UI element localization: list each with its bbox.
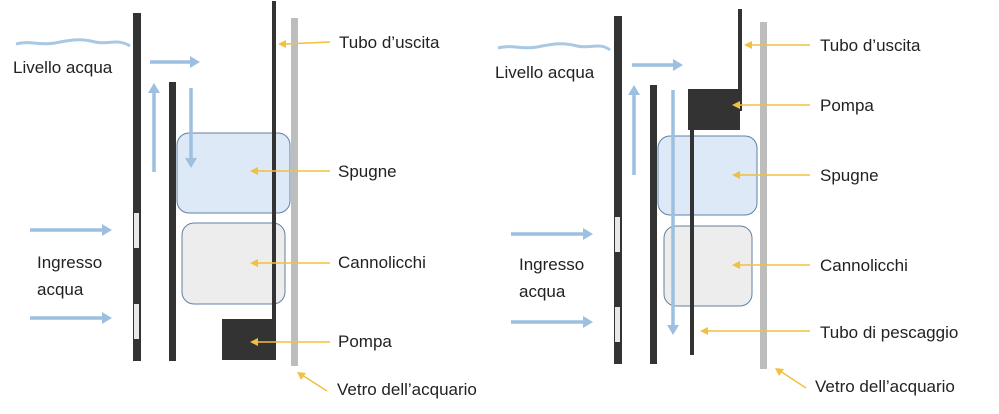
inlet-slot bbox=[134, 304, 139, 339]
label-sponges: Spugne bbox=[338, 162, 397, 181]
inlet-label-line2: acqua bbox=[519, 282, 566, 301]
outlet-tube bbox=[738, 9, 742, 111]
aquarium-glass bbox=[760, 22, 767, 369]
leader-lines bbox=[700, 41, 810, 389]
water-level-label: Livello acqua bbox=[495, 63, 595, 82]
label-intake-tube: Tubo di pescaggio bbox=[820, 323, 958, 342]
inlet-slot bbox=[615, 307, 620, 342]
outer-wall bbox=[133, 13, 141, 361]
water-surface-wave bbox=[497, 42, 611, 52]
sponge-block bbox=[176, 132, 291, 214]
label-pump: Pompa bbox=[338, 332, 392, 351]
water-level-label: Livello acqua bbox=[13, 58, 113, 77]
outlet-tube bbox=[272, 1, 276, 321]
flow-arrows bbox=[511, 59, 683, 335]
inner-wall bbox=[169, 82, 176, 361]
ceramic-rings-block bbox=[663, 225, 753, 307]
flow-arrows bbox=[30, 56, 200, 324]
label-outlet-tube: Tubo d’uscita bbox=[820, 36, 921, 55]
label-aquarium-glass: Vetro dell’acquario bbox=[815, 377, 955, 396]
label-outlet-tube: Tubo d’uscita bbox=[339, 33, 440, 52]
inlet-slot bbox=[615, 217, 620, 252]
inlet-label-line2: acqua bbox=[37, 280, 84, 299]
aquarium-glass bbox=[291, 18, 298, 366]
water-surface-wave bbox=[15, 38, 131, 48]
inner-wall bbox=[650, 85, 657, 364]
outer-wall bbox=[614, 16, 622, 364]
label-aquarium-glass: Vetro dell’acquario bbox=[337, 380, 477, 399]
left-diagram: Livello acqua Ingresso acqua Tubo d’usci… bbox=[13, 1, 477, 399]
label-ceramic-rings: Cannolicchi bbox=[820, 256, 908, 275]
right-diagram: Livello acqua Ingresso acqua Tubo d’us bbox=[495, 9, 958, 396]
pump bbox=[688, 89, 740, 130]
pump bbox=[222, 319, 276, 360]
label-ceramic-rings: Cannolicchi bbox=[338, 253, 426, 272]
inlet-label-line1: Ingresso bbox=[37, 253, 102, 272]
inlet-label-line1: Ingresso bbox=[519, 255, 584, 274]
label-sponges: Spugne bbox=[820, 166, 879, 185]
intake-tube bbox=[690, 130, 694, 355]
inlet-slot bbox=[134, 213, 139, 248]
label-pump: Pompa bbox=[820, 96, 874, 115]
leader-lines bbox=[250, 40, 331, 392]
